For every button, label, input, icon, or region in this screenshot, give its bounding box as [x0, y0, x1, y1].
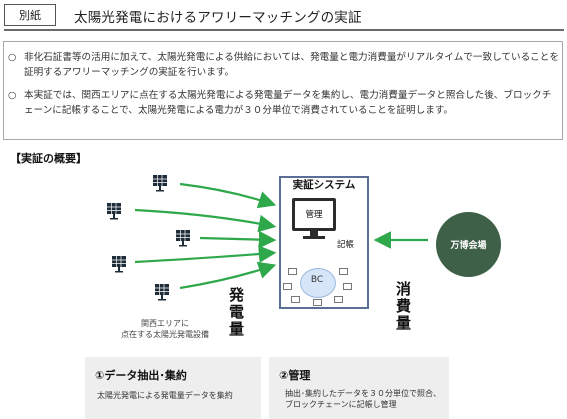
attachment-tag: 別紙 — [4, 4, 56, 26]
arrow-right-icon — [179, 261, 277, 290]
consumption-label: 消費量 — [394, 281, 412, 332]
monitor-stand-base — [303, 236, 325, 239]
monitor-stand — [310, 231, 318, 236]
blockchain-node-icon — [313, 299, 322, 306]
step-card-text: ブロックチェーンに記帳し管理 — [285, 400, 397, 409]
solar-panel-icon — [149, 278, 175, 304]
demo-system-title: 実証システム — [292, 179, 356, 191]
expo-venue-label: 万博会場 — [450, 241, 487, 251]
solar-panel-icon — [170, 224, 196, 250]
solar-sites-caption-line: 点在する太陽光発電設備 — [121, 329, 209, 339]
page-title: 太陽光発電におけるアワリーマッチングの実証 — [74, 10, 362, 26]
monitor-label: 管理 — [305, 210, 323, 220]
monitor-icon — [292, 198, 336, 231]
step-card-title: ①データ抽出･集約 — [95, 369, 187, 382]
step-card-text: 抽出･集約したデータを３０分単位で照合、 — [285, 389, 441, 398]
solar-panel-icon — [147, 169, 173, 195]
arrow-right-icon — [134, 208, 277, 233]
blockchain-node-icon — [334, 296, 343, 303]
blockchain-circle — [300, 268, 336, 298]
arrow-right-icon — [134, 245, 277, 264]
title-divider — [4, 29, 564, 31]
intro-paragraph-text: 本実証では、関西エリアに点在する太陽光発電による発電量データを集約し、電力消費量… — [24, 90, 552, 116]
section-title: 【実証の概要】 — [10, 152, 87, 165]
blockchain-node-icon — [288, 268, 297, 275]
intro-paragraph-text: 非化石証書等の活用に加えて、太陽光発電による供給においては、発電量と電力消費量が… — [24, 52, 559, 78]
blockchain-node-icon — [283, 283, 292, 290]
solar-sites-caption: 関西エリアに 点在する太陽光発電設備 — [117, 319, 213, 340]
solar-sites-caption-line: 関西エリアに — [141, 319, 189, 328]
intro-box: ○ 非化石証書等の活用に加えて、太陽光発電による供給においては、発電量と電力消費… — [3, 41, 563, 140]
record-label: 記帳 — [337, 240, 355, 250]
blockchain-node-icon — [291, 296, 300, 303]
step-card-text: 太陽光発電による発電量データを集約 — [97, 391, 233, 400]
step-card-management: ②管理 抽出･集約したデータを３０分単位で照合、 ブロックチェーンに記帳し管理 — [269, 357, 449, 419]
blockchain-node-icon — [339, 268, 348, 275]
step-card-title: ②管理 — [279, 369, 311, 382]
blockchain-label: BC — [310, 275, 324, 285]
bullet-marker: ○ — [8, 52, 17, 63]
solar-panel-icon — [106, 250, 132, 276]
blockchain-node-icon — [343, 283, 352, 290]
solar-panel-icon — [101, 197, 127, 223]
generation-label: 発電量 — [227, 287, 245, 338]
solar-to-system-arrows — [134, 182, 277, 290]
arrow-right-icon — [199, 230, 277, 249]
bullet-marker: ○ — [8, 90, 17, 101]
expo-venue-circle — [436, 212, 501, 277]
arrow-right-icon — [179, 182, 277, 209]
step-card-data-extraction: ①データ抽出･集約 太陽光発電による発電量データを集約 — [85, 357, 261, 419]
